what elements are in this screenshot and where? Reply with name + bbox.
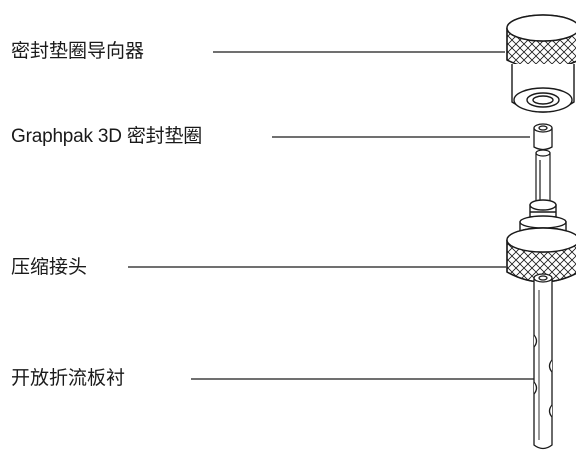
label-ferrule-guide: 密封垫圈导向器: [11, 40, 145, 62]
ferrule-guide-part: [506, 14, 576, 113]
label-compression-fitting: 压缩接头: [11, 256, 88, 278]
liner-upper-tube: [535, 149, 551, 209]
graphpak-ferrule-part: [533, 123, 553, 151]
label-graphpak-ferrule: Graphpak 3D 密封垫圈: [11, 126, 203, 147]
label-open-flow-liner: 开放折流板衬: [11, 367, 126, 389]
open-flow-liner-part: [533, 273, 553, 450]
compression-fitting-part: [506, 199, 576, 283]
